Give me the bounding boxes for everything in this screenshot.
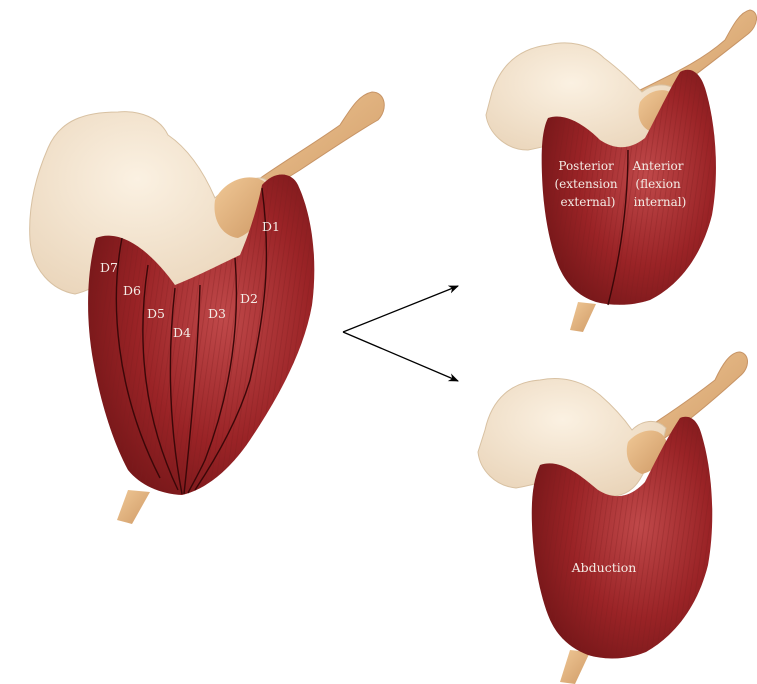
- label-d3: D3: [208, 306, 226, 321]
- left-humerus-shaft: [117, 490, 150, 524]
- posterior-label: Posterior (extension external): [555, 159, 622, 209]
- label-d6: D6: [123, 283, 141, 298]
- anterior-line-3: internal): [634, 195, 687, 209]
- arrow-to-top-figure: [343, 286, 458, 332]
- left-shoulder-figure: D1 D2 D3 D4 D5 D6 D7: [30, 92, 385, 524]
- anterior-line-2: (flexion: [635, 177, 681, 191]
- posterior-line-3: external): [561, 195, 616, 209]
- label-d7: D7: [100, 260, 118, 275]
- label-d2: D2: [240, 291, 258, 306]
- bottom-humerus-shaft: [560, 650, 590, 684]
- branch-arrows: [343, 286, 458, 381]
- anterior-line-1: Anterior: [632, 159, 684, 173]
- label-d1: D1: [262, 219, 280, 234]
- posterior-line-2: (extension: [555, 177, 618, 191]
- label-d5: D5: [147, 306, 165, 321]
- anterior-label: Anterior (flexion internal): [632, 159, 688, 209]
- abduction-label: Abduction: [571, 560, 637, 575]
- bottom-right-shoulder-figure: Abduction: [478, 352, 748, 684]
- posterior-line-1: Posterior: [558, 159, 614, 173]
- top-right-shoulder-figure: Posterior (extension external) Anterior …: [486, 10, 757, 332]
- label-d4: D4: [173, 325, 191, 340]
- top-humerus-shaft: [570, 302, 596, 332]
- arrow-to-bottom-figure: [343, 332, 458, 381]
